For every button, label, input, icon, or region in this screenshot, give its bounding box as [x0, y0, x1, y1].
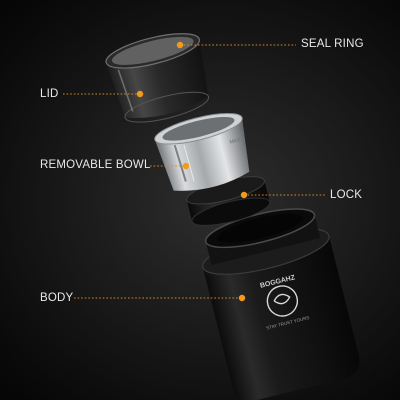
removable-bowl-label: REMOVABLE BOWL	[40, 159, 151, 171]
orange-dot-icon	[182, 162, 190, 170]
orange-dot-icon	[240, 191, 248, 199]
lid-label: LID	[40, 88, 59, 100]
lock-label: LOCK	[330, 189, 363, 201]
orange-dot-icon	[238, 294, 246, 302]
removable-bowl-part: MAX	[154, 113, 250, 191]
body-part: BOGGAHZ STAY TRUST YOURS	[202, 208, 360, 400]
seal-ring-label: SEAL RING	[301, 38, 364, 50]
lid-part	[105, 33, 210, 123]
bowl-max-marking: MAX	[229, 137, 242, 146]
callout-lines	[63, 44, 325, 299]
orange-dot-icon	[136, 90, 144, 98]
lock-ring-part	[186, 176, 271, 226]
body-label: BODY	[40, 292, 74, 304]
callout-markers	[136, 41, 248, 302]
orange-dot-icon	[176, 41, 184, 49]
